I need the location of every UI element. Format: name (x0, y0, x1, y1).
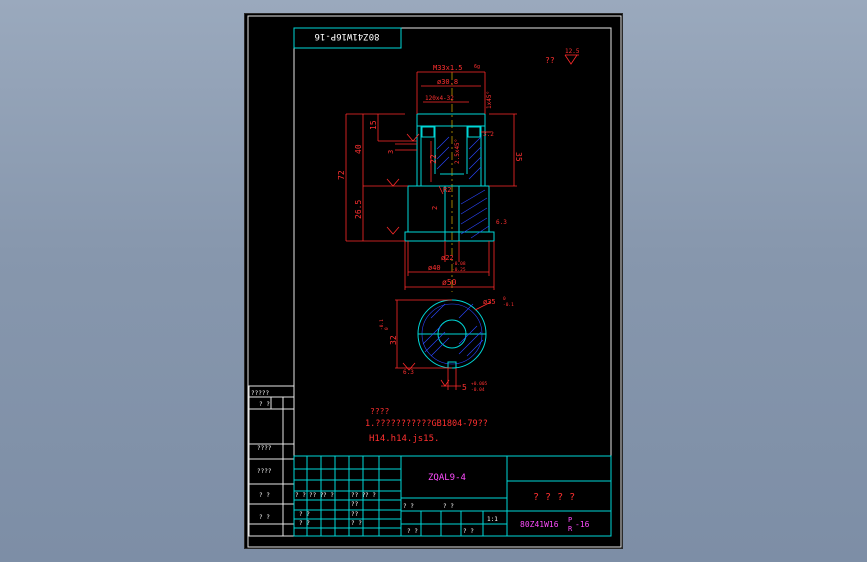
notes-line1: 1.???????????GB1804-79?? (365, 419, 488, 429)
grid-cell-h: ?? (351, 501, 359, 508)
grid-cell-f: ? ? (299, 511, 310, 518)
dim-ch2: 2.5x45° (454, 139, 461, 164)
side-r4: ???? (257, 468, 272, 475)
side-r2: ? ? (259, 401, 270, 408)
dim-r2: R2 (443, 186, 451, 194)
dim-d30: ø30.8 (437, 78, 458, 86)
dim-40: 40 (354, 144, 363, 154)
dim-22: 22 (429, 154, 438, 164)
part-name: ? ? ? ? (533, 492, 575, 503)
drawing-number: 80Z41W16 (520, 520, 559, 529)
part-front-view (404, 113, 495, 242)
dim-d35-top: 0 (503, 296, 506, 302)
part-section-view: 32 0 -0.1 ø35 0 -0.1 5 +0.005 -0.04 6.3 (379, 296, 514, 393)
side-r1: ????? (251, 390, 269, 397)
part-number: ZQAL9-4 (428, 473, 466, 483)
side-block: ????? ? ? ???? ???? ? ? ? ? (248, 385, 295, 537)
dim-k5: 5 (462, 383, 467, 392)
grid-cell-b: ?? ? (309, 492, 324, 499)
grid-cell-k: ? ? (403, 503, 414, 510)
rotated-title-box (293, 27, 402, 49)
grid-cell-g: ? ? (299, 520, 310, 527)
side-r6: ? ? (259, 514, 270, 521)
dim-d40: ø40 (428, 264, 441, 272)
grid-cell-l: ? ? (443, 503, 454, 510)
drawing-canvas: 80Z41W16P-16 ?? 12.5 (247, 15, 622, 548)
rotated-title: 80Z41W16P-16 (314, 31, 379, 41)
dim-k5-top: +0.005 (471, 381, 488, 387)
drawing-number-sup: P (568, 516, 572, 524)
drawing-number-suffix: -16 (575, 520, 590, 529)
dim-d35: ø35 (483, 298, 496, 306)
title-block: ? ? ?? ? ? ? ?? ? ? ? ? ? ? ? ?? ?? ? ? … (293, 455, 612, 537)
dim-thread-tol: 6g (474, 64, 480, 70)
dim-72: 72 (337, 170, 346, 180)
dim-s32: 32 (389, 335, 398, 345)
grid-cell-i: ?? (351, 511, 359, 518)
grid-cell-d: ?? ? (351, 492, 366, 499)
ra-note-lower: 6.3 (496, 219, 507, 226)
dimensions: M33x1.5 6g ø30.8 120x4-32 1x45° 72 40 15… (337, 64, 523, 290)
dim-k5-bot: -0.04 (471, 387, 485, 393)
notes-line2: H14.h14.js15. (369, 434, 439, 444)
side-r5: ? ? (259, 492, 270, 499)
grid-cell-n: ? ? (463, 528, 474, 535)
cad-viewport[interactable]: 80Z41W16P-16 ?? 12.5 (244, 13, 623, 549)
roughness-value: 12.5 (565, 48, 580, 55)
dim-3: 3 (387, 150, 395, 154)
dim-265: 26.5 (354, 200, 363, 219)
dim-2: 2 (431, 206, 439, 210)
dim-thread: M33x1.5 (433, 64, 463, 72)
dim-35: 35 (514, 152, 523, 162)
grid-cell-c: ? ? (323, 492, 334, 499)
dim-p22: ø22 (441, 254, 454, 262)
dim-d40-top: -0.08 (452, 261, 466, 267)
ra-section: 6.3 (403, 369, 414, 376)
dim-s32-tol-top: 0 (384, 327, 390, 330)
roughness-qm: ?? (545, 56, 555, 65)
grid-cell-m: ? ? (407, 528, 418, 535)
dim-d35-bot: -0.1 (503, 302, 514, 308)
dim-d40-bot: -0.25 (452, 267, 466, 273)
dim-s32-tol-bot: -0.1 (379, 319, 385, 330)
side-r3: ???? (257, 445, 272, 452)
dim-d50: ø50 (442, 278, 457, 287)
ra-note-right: 3.2 (483, 131, 494, 138)
grid-cell-j: ? ? (351, 520, 362, 527)
notes-heading: ???? (370, 407, 389, 416)
dim-ch1: 1x45° (486, 91, 493, 109)
grid-cell-e: ? ? (365, 492, 376, 499)
scale: 1:1 (487, 516, 498, 523)
dim-groove: 120x4-32 (425, 95, 454, 102)
grid-cell-a: ? ? (295, 492, 306, 499)
outer-border (247, 15, 622, 548)
dim-15: 15 (369, 120, 378, 130)
drawing-number-sub: R (568, 525, 573, 533)
roughness-icon (564, 54, 578, 65)
